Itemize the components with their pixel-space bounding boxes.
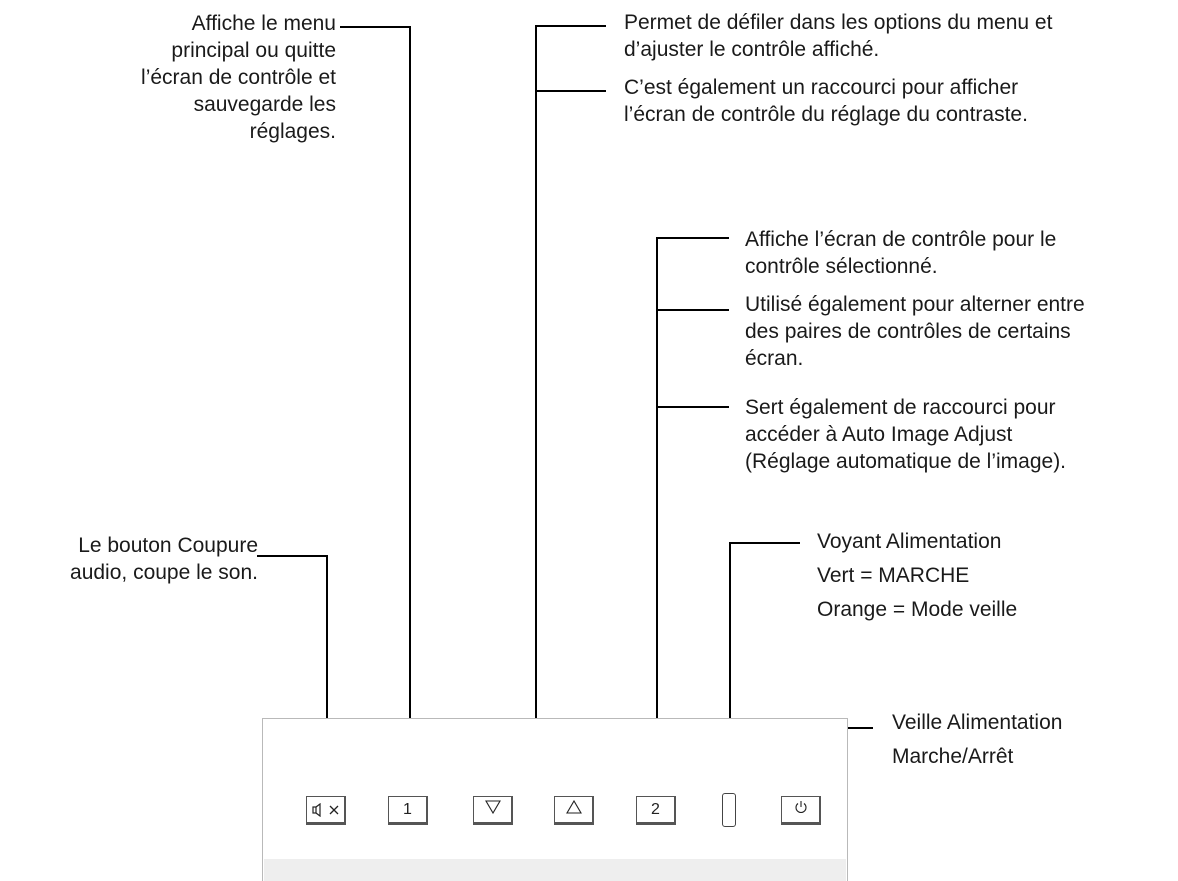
callout-line: (Réglage automatique de l’image). (745, 450, 1067, 473)
leader-line (340, 26, 410, 28)
callout-line: Marche/Arrêt (892, 745, 1014, 768)
callout-line: Veille Alimentation (892, 711, 1063, 734)
callout-line: audio, coupe le son. (70, 561, 258, 584)
callout-line: contrôle sélectionné. (745, 255, 938, 278)
callout-mute-button: Le bouton Coupure audio, coupe le son. (0, 532, 258, 586)
callout-line: l’écran de contrôle et (141, 66, 336, 89)
leader-line (536, 90, 606, 92)
callout-line: C’est également un raccourci pour affich… (624, 76, 1019, 99)
power-icon (794, 800, 808, 819)
callout-line: écran. (745, 347, 804, 370)
callout-line: l’écran de contrôle du réglage du contra… (624, 103, 1028, 126)
leader-line (257, 555, 327, 557)
callout-line: accéder à Auto Image Adjust (745, 423, 1013, 446)
callout-arrow-buttons-1: Permet de défiler dans les options du me… (624, 9, 1052, 63)
triangle-up-icon (565, 799, 582, 819)
callout-line: d’ajuster le contrôle affiché. (624, 38, 880, 61)
callout-line: Sert également de raccourci pour (745, 396, 1056, 419)
triangle-down-icon (484, 800, 501, 819)
callout-line: principal ou quitte (171, 39, 336, 62)
leader-line (729, 542, 731, 800)
button-2[interactable]: 2 (636, 796, 676, 825)
callout-line: Le bouton Coupure (78, 534, 258, 557)
callout-line: Affiche l’écran de contrôle pour le (745, 228, 1057, 251)
button-1[interactable]: 1 (388, 796, 428, 825)
mute-button[interactable] (306, 796, 346, 825)
speaker-mute-icon (311, 802, 340, 817)
callout-line: Permet de défiler dans les options du me… (624, 11, 1053, 34)
callout-line: sauvegarde les (193, 93, 336, 116)
callout-power-led: Voyant Alimentation Vert = MARCHE Orange… (817, 525, 1017, 627)
leader-line (656, 237, 658, 800)
leader-line (536, 25, 606, 27)
callout-line: Vert = MARCHE (817, 564, 970, 587)
callout-power-button: Veille Alimentation Marche/Arrêt (892, 706, 1062, 774)
leader-line (409, 26, 411, 770)
leader-line (730, 542, 800, 544)
callout-menu-button: Affiche le menu principal ou quitte l’éc… (76, 10, 336, 145)
leader-line (657, 406, 729, 408)
callout-select-button-1: Affiche l’écran de contrôle pour le cont… (745, 226, 1056, 280)
button-2-label: 2 (651, 800, 660, 818)
leader-line (326, 555, 328, 800)
leader-line (657, 237, 729, 239)
callout-line: Utilisé également pour alterner entre (745, 293, 1085, 316)
callout-line: Affiche le menu (191, 12, 336, 35)
callout-select-button-2: Utilisé également pour alterner entre de… (745, 291, 1085, 372)
control-panel-base (264, 859, 846, 881)
callout-arrow-buttons-2: C’est également un raccourci pour affich… (624, 74, 1028, 128)
callout-line: réglages. (249, 120, 336, 143)
up-button[interactable] (554, 796, 594, 825)
power-led (722, 793, 736, 827)
down-button[interactable] (473, 796, 513, 825)
leader-line (657, 309, 729, 311)
button-1-label: 1 (403, 800, 412, 818)
callout-select-button-3: Sert également de raccourci pour accéder… (745, 394, 1066, 475)
callout-line: Voyant Alimentation (817, 530, 1002, 553)
callout-line: des paires de contrôles de certains (745, 320, 1071, 343)
power-button[interactable] (781, 796, 821, 825)
leader-line (535, 25, 537, 771)
callout-line: Orange = Mode veille (817, 598, 1018, 621)
